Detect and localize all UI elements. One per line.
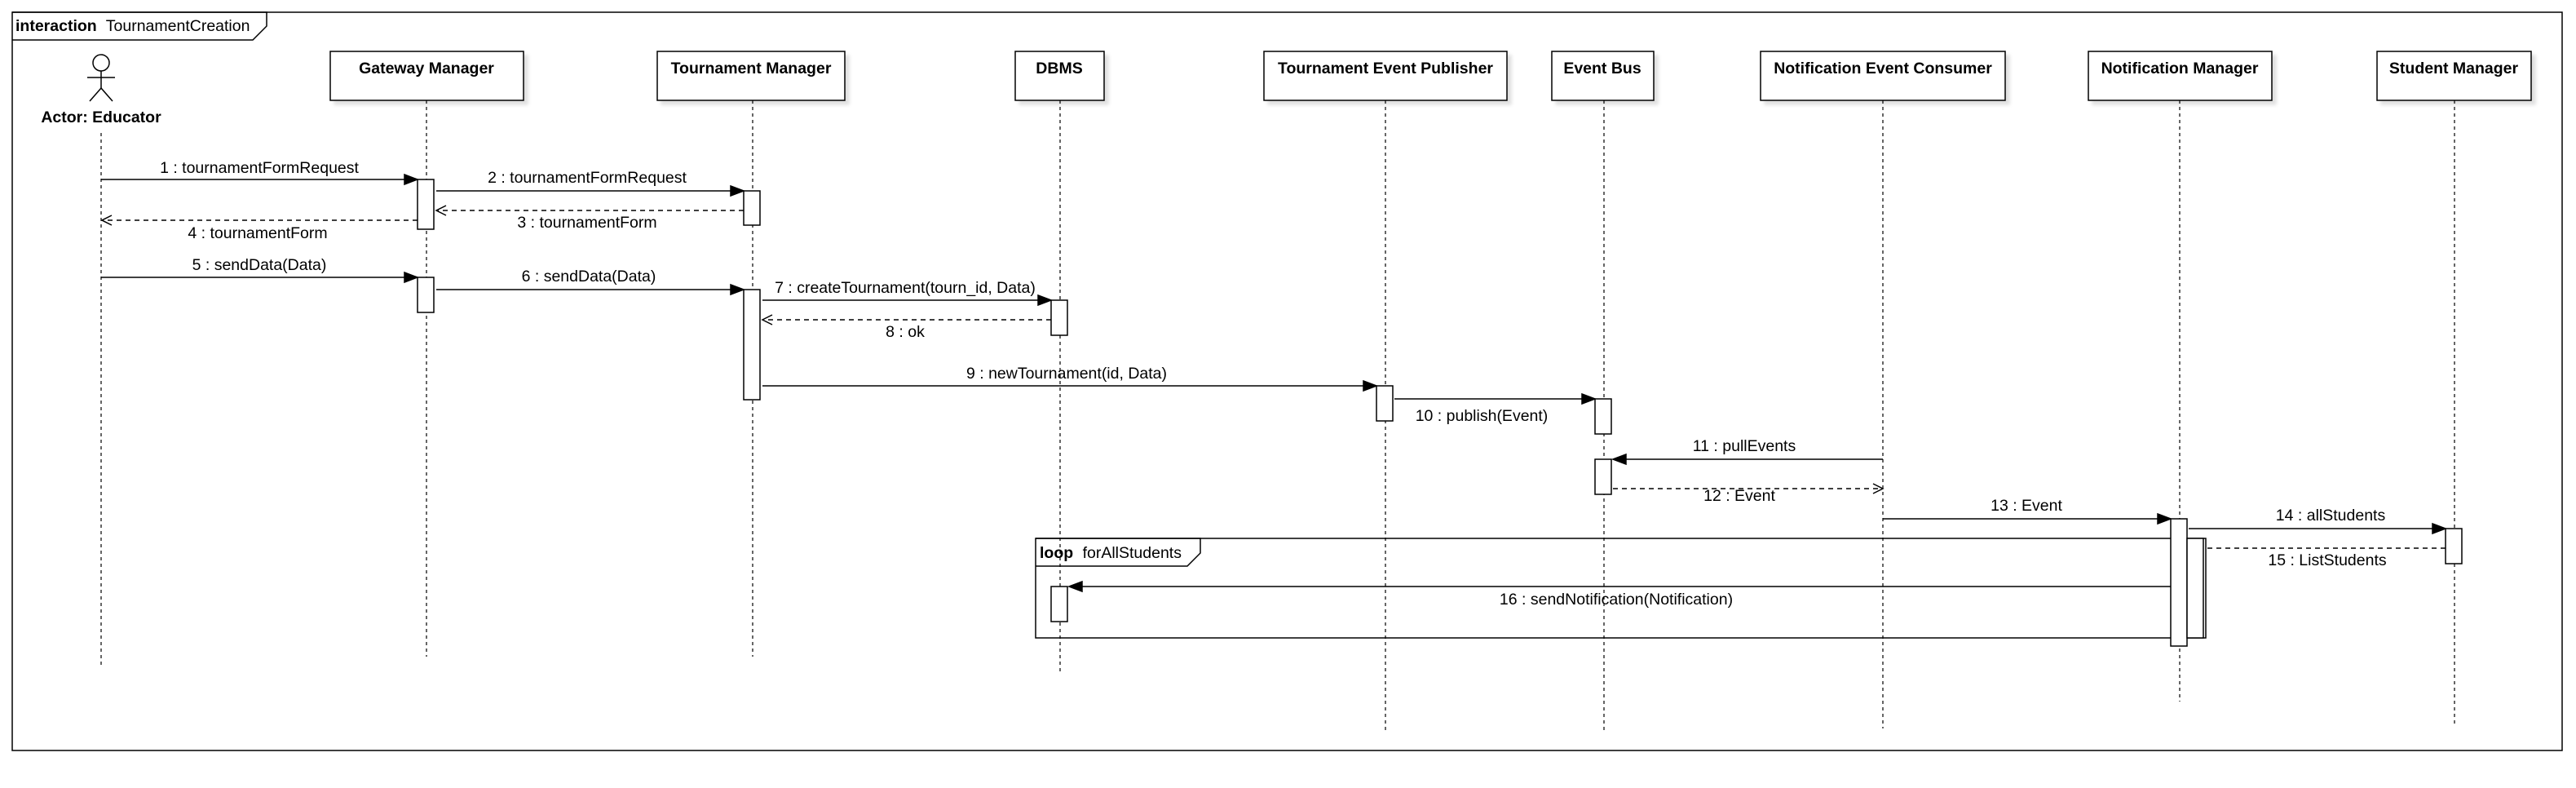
actor-label: Actor: Educator bbox=[41, 108, 161, 126]
message-2 bbox=[436, 184, 746, 197]
lifeline-label: Notification Event Consumer bbox=[1774, 60, 1992, 77]
lifeline-tournament-manager: Tournament Manager bbox=[656, 51, 846, 657]
lifeline-notification-manager: Notification Manager bbox=[2088, 51, 2273, 702]
message-label: 15 : ListStudents bbox=[2268, 551, 2387, 569]
message-8 bbox=[761, 314, 1051, 325]
message-label: 12 : Event bbox=[1703, 487, 1775, 505]
message-7 bbox=[762, 294, 1054, 307]
message-label: 16 : sendNotification(Notification) bbox=[1500, 591, 1733, 609]
activation-bar bbox=[1594, 458, 1612, 495]
message-11 bbox=[1611, 453, 1883, 466]
message-1 bbox=[101, 173, 420, 186]
message-label: 1 : tournamentFormRequest bbox=[160, 159, 359, 177]
frame-title: interaction TournamentCreation bbox=[15, 17, 250, 35]
activation-bar bbox=[1594, 398, 1612, 435]
lifeline-label: Event Bus bbox=[1563, 60, 1641, 77]
activation-bar bbox=[2445, 528, 2463, 564]
activation-bar bbox=[1050, 586, 1068, 622]
message-label: 10 : publish(Event) bbox=[1416, 407, 1549, 425]
message-5 bbox=[101, 271, 420, 284]
activation-bar bbox=[1376, 385, 1394, 422]
message-label: 9 : newTournament(id, Data) bbox=[966, 365, 1167, 383]
message-label: 8 : ok bbox=[886, 323, 925, 341]
lifeline-dbms: DBMS bbox=[1014, 51, 1105, 671]
message-label: 11 : pullEvents bbox=[1693, 437, 1796, 455]
message-label: 7 : createTournament(tourn_id, Data) bbox=[775, 279, 1036, 297]
lifeline-event-bus: Event Bus bbox=[1551, 51, 1655, 730]
message-label: 6 : sendData(Data) bbox=[522, 268, 656, 286]
activation-bar bbox=[2170, 518, 2188, 647]
message-label: 2 : tournamentFormRequest bbox=[488, 169, 687, 187]
lifeline-label: Gateway Manager bbox=[359, 60, 494, 77]
actor-stick-figure-icon bbox=[87, 54, 115, 102]
lifeline-gateway-manager: Gateway Manager bbox=[329, 51, 524, 657]
interaction-frame: interaction TournamentCreation bbox=[11, 11, 2563, 751]
activation-bar bbox=[1050, 299, 1068, 336]
activation-bar bbox=[743, 289, 761, 401]
activation-bar bbox=[2186, 538, 2204, 639]
message-label: 3 : tournamentForm bbox=[517, 214, 656, 232]
message-10 bbox=[1394, 392, 1597, 405]
message-13 bbox=[1883, 512, 2173, 525]
lifeline-label: Student Manager bbox=[2389, 60, 2519, 77]
activation-bar bbox=[743, 190, 761, 226]
lifeline-label: Tournament Manager bbox=[671, 60, 832, 77]
lifeline-label: Notification Manager bbox=[2101, 60, 2259, 77]
message-9 bbox=[762, 379, 1379, 392]
loop-label: loop forAllStudents bbox=[1040, 544, 1182, 562]
message-14 bbox=[2189, 522, 2448, 535]
message-labels: 1 : tournamentFormRequest 2 : tournament… bbox=[160, 159, 2387, 609]
lifeline-label: Tournament Event Publisher bbox=[1278, 60, 1493, 77]
activation-bars bbox=[417, 179, 2463, 647]
message-6 bbox=[436, 283, 746, 296]
message-label: 13 : Event bbox=[1991, 497, 2062, 515]
activation-bar bbox=[417, 179, 435, 230]
message-3 bbox=[435, 205, 744, 216]
loop-fragment: loop forAllStudents bbox=[1035, 538, 2207, 639]
lifeline-label: DBMS bbox=[1036, 60, 1082, 77]
message-label: 14 : allStudents bbox=[2276, 507, 2386, 525]
message-12 bbox=[1613, 483, 1885, 494]
lifeline-notification-event-consumer: Notification Event Consumer bbox=[1760, 51, 2006, 728]
lifeline-student-manager: Student Manager bbox=[2376, 51, 2532, 724]
activation-bar bbox=[417, 277, 435, 313]
messages bbox=[100, 173, 2448, 593]
actor-educator: Actor: Educator bbox=[41, 54, 161, 665]
message-label: 5 : sendData(Data) bbox=[192, 256, 327, 274]
message-label: 4 : tournamentForm bbox=[188, 224, 327, 242]
message-16 bbox=[1067, 580, 2171, 593]
message-4 bbox=[100, 215, 418, 226]
